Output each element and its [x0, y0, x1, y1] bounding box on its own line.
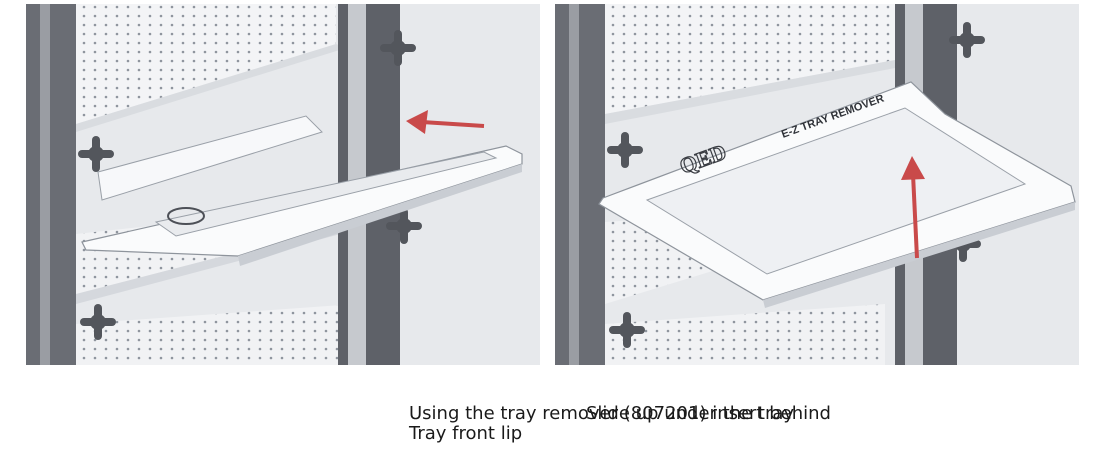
- knob-icon: [78, 136, 114, 172]
- tray-remover-tool: E-Z TRAY REMOVER QED: [598, 81, 1076, 308]
- caption-step-1-line-2: Tray front lip: [409, 423, 523, 444]
- illustration-slide-up: E-Z TRAY REMOVER QED: [555, 4, 1079, 365]
- caption-step-1-line-1: Using the tray remover (807201) insert b…: [409, 403, 831, 424]
- arrow-up-icon: [901, 156, 925, 259]
- arrow-left-icon: [406, 110, 485, 134]
- knob-icon: [80, 304, 116, 340]
- knob-icon: [949, 22, 985, 58]
- knob-icon: [607, 132, 643, 168]
- tray-rack-drawing-left: [26, 4, 540, 365]
- knob-icon: [609, 312, 645, 348]
- left-rail: [26, 4, 76, 365]
- tray-remover-tool: [81, 115, 523, 266]
- knob-icon: [386, 208, 422, 244]
- caption-step-2: Slide up under the tray: [586, 403, 795, 424]
- illustration-insert-behind-lip: [26, 4, 540, 365]
- left-rail: [555, 4, 605, 365]
- knob-icon: [380, 30, 416, 66]
- tray-rack-drawing-right: E-Z TRAY REMOVER QED: [555, 4, 1079, 365]
